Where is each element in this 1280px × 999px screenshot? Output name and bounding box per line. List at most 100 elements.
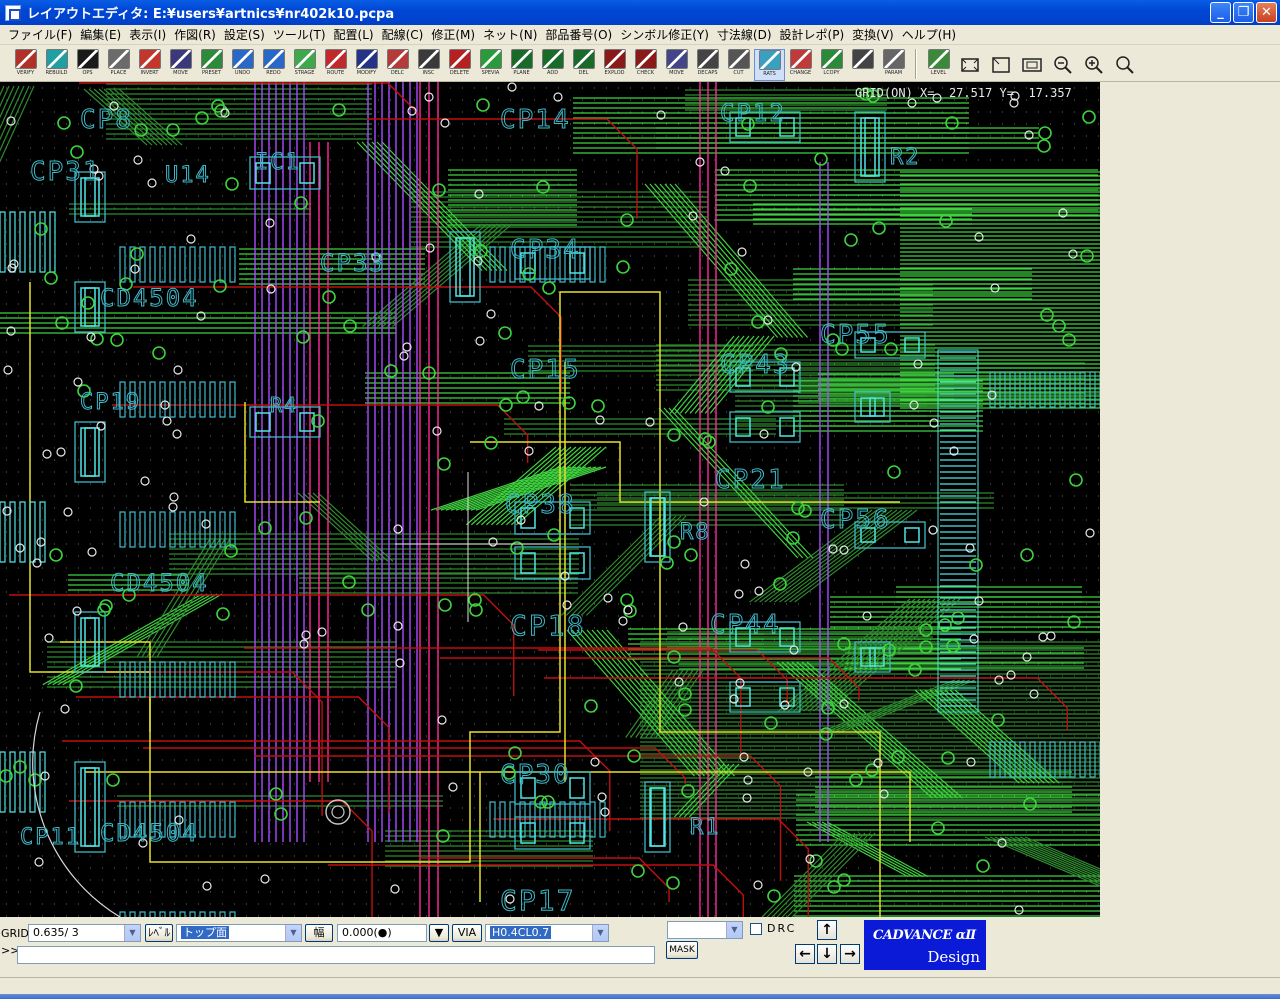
close-button[interactable]: ✕ xyxy=(1256,2,1277,23)
trace-diagonal xyxy=(818,679,976,734)
scroll-down-button[interactable]: ↓ xyxy=(817,944,837,964)
tool-caption: DECAPS xyxy=(697,70,718,76)
zoom-window-button[interactable] xyxy=(985,49,1016,81)
via-combo[interactable]: H0.4CL0.7 ▼ xyxy=(485,924,609,942)
tool-button-lcopy-26[interactable]: LCOPY xyxy=(816,49,847,81)
redo-icon xyxy=(262,49,285,69)
restore-button[interactable]: ❐ xyxy=(1233,2,1254,23)
menu-item-10[interactable]: 部品番号(O) xyxy=(545,28,613,42)
menu-item-3[interactable]: 作図(R) xyxy=(174,28,216,42)
tool-button-redo-8[interactable]: REDO xyxy=(258,49,289,81)
menu-item-12[interactable]: 寸法線(D) xyxy=(716,28,772,42)
zoom-in-button[interactable] xyxy=(1078,49,1109,81)
tool-button-tool-27[interactable] xyxy=(847,49,878,81)
tool-button-invert-4[interactable]: INVERT xyxy=(134,49,165,81)
scroll-left-button[interactable]: ← xyxy=(795,944,815,964)
tool-button-decaps-22[interactable]: DECAPS xyxy=(692,49,723,81)
zoom-area-button[interactable] xyxy=(1016,49,1047,81)
component-pad xyxy=(520,507,536,529)
tool-button-move-21[interactable]: MOVE xyxy=(661,49,692,81)
tool-button-level-100[interactable]: LEVEL xyxy=(923,49,954,81)
tool-button-cut-23[interactable]: CUT xyxy=(723,49,754,81)
menu-item-2[interactable]: 表示(I) xyxy=(129,28,167,42)
board-outline-arc xyxy=(32,711,121,917)
menu-item-9[interactable]: ネット(N) xyxy=(483,28,538,42)
tool-button-route-10[interactable]: ROUTE xyxy=(320,49,351,81)
tool-button-place-3[interactable]: PLACE xyxy=(103,49,134,81)
trace-red xyxy=(143,747,686,785)
width-field[interactable]: 0.000(●) xyxy=(337,924,427,942)
component-pad xyxy=(779,687,795,707)
menu-item-8[interactable]: 修正(M) xyxy=(431,28,476,42)
tool-button-insc-13[interactable]: INSC xyxy=(413,49,444,81)
taskbar-strip xyxy=(0,994,1280,999)
chevron-down-icon[interactable]: ▼ xyxy=(592,925,608,941)
tool-button-undo-7[interactable]: UNDO xyxy=(227,49,258,81)
tool-button-del-18[interactable]: DEL xyxy=(568,49,599,81)
tool-caption: PRESET xyxy=(201,70,222,76)
tool-button-param-28[interactable]: PARAM xyxy=(878,49,909,81)
trace-bus xyxy=(628,628,764,660)
scroll-up-button[interactable]: ↑ xyxy=(817,920,837,940)
component-pad xyxy=(84,177,100,217)
chevron-down-icon[interactable]: ▼ xyxy=(726,922,742,938)
tool-button-explod-19[interactable]: EXPLOD xyxy=(599,49,630,81)
zoom-out-button[interactable] xyxy=(1047,49,1078,81)
menu-item-15[interactable]: ヘルプ(H) xyxy=(901,28,957,42)
app-icon xyxy=(5,4,21,21)
tool-button-rats-24[interactable]: RATS xyxy=(754,49,785,81)
menu-item-1[interactable]: 編集(E) xyxy=(80,28,122,42)
zoom-button[interactable] xyxy=(1109,49,1140,81)
component-pad xyxy=(735,627,751,647)
trace-red xyxy=(493,818,809,917)
tool-button-move-5[interactable]: MOVE xyxy=(165,49,196,81)
menu-item-7[interactable]: 配線(C) xyxy=(381,28,424,42)
menu-item-0[interactable]: ファイル(F) xyxy=(8,28,73,42)
change-icon xyxy=(789,49,812,69)
tool-caption: DEL xyxy=(578,70,589,76)
trace-red xyxy=(440,657,860,701)
component-outline xyxy=(854,641,891,673)
via-button[interactable]: VIA xyxy=(452,924,482,942)
level-button[interactable]: ﾚﾍﾞﾙ xyxy=(145,924,173,942)
menu-item-11[interactable]: シンボル修正(Y) xyxy=(620,28,709,42)
tool-button-delete-14[interactable]: DELETE xyxy=(444,49,475,81)
drc-checkbox[interactable] xyxy=(750,923,762,935)
tool-button-ops-2[interactable]: OPS xyxy=(72,49,103,81)
zoom-fit-button[interactable] xyxy=(954,49,985,81)
trace-diagonal xyxy=(297,492,394,562)
minimize-button[interactable]: _ xyxy=(1210,2,1231,23)
menu-item-4[interactable]: 設定(S) xyxy=(223,28,265,42)
mask-combo[interactable]: ▼ xyxy=(667,921,743,939)
menu-item-14[interactable]: 変換(V) xyxy=(852,28,894,42)
command-input[interactable] xyxy=(17,946,655,964)
tool-button-verify-0[interactable]: VERIFY xyxy=(10,49,41,81)
tool-caption: MODIFY xyxy=(356,70,377,76)
width-button[interactable]: 幅 xyxy=(305,924,333,942)
tool-button-delc-12[interactable]: DELC xyxy=(382,49,413,81)
part-label: CP56 xyxy=(820,505,891,535)
menu-item-6[interactable]: 配置(L) xyxy=(333,28,374,42)
chevron-down-icon[interactable]: ▼ xyxy=(124,925,140,941)
tool-button-add-17[interactable]: ADD xyxy=(537,49,568,81)
tool-button-preset-6[interactable]: PRESET xyxy=(196,49,227,81)
tool-button-modify-11[interactable]: MODIFY xyxy=(351,49,382,81)
component-outline xyxy=(74,761,106,853)
tool-button-change-25[interactable]: CHANGE xyxy=(785,49,816,81)
tool-button-strage-9[interactable]: STRAGE xyxy=(289,49,320,81)
menu-item-13[interactable]: 設計レポ(P) xyxy=(779,28,845,42)
menu-item-5[interactable]: ツール(T) xyxy=(272,28,326,42)
scroll-right-button[interactable]: → xyxy=(840,944,860,964)
grid-combo[interactable]: 0.635/ 3 ▼ xyxy=(28,924,141,942)
component-outline xyxy=(644,491,671,563)
ic-pin-row xyxy=(119,801,236,838)
chevron-down-icon[interactable]: ▼ xyxy=(285,925,301,941)
layer-combo[interactable]: トップ面 ▼ xyxy=(176,924,302,942)
tool-button-spevia-15[interactable]: SPEVIA xyxy=(475,49,506,81)
tool-button-rebuild-1[interactable]: REBUILD xyxy=(41,49,72,81)
tool-button-check-20[interactable]: CHECK xyxy=(630,49,661,81)
width-dropdown-button[interactable]: ▼ xyxy=(429,924,449,942)
mask-button[interactable]: MASK xyxy=(666,941,698,959)
tool-button-plane-16[interactable]: PLANE xyxy=(506,49,537,81)
